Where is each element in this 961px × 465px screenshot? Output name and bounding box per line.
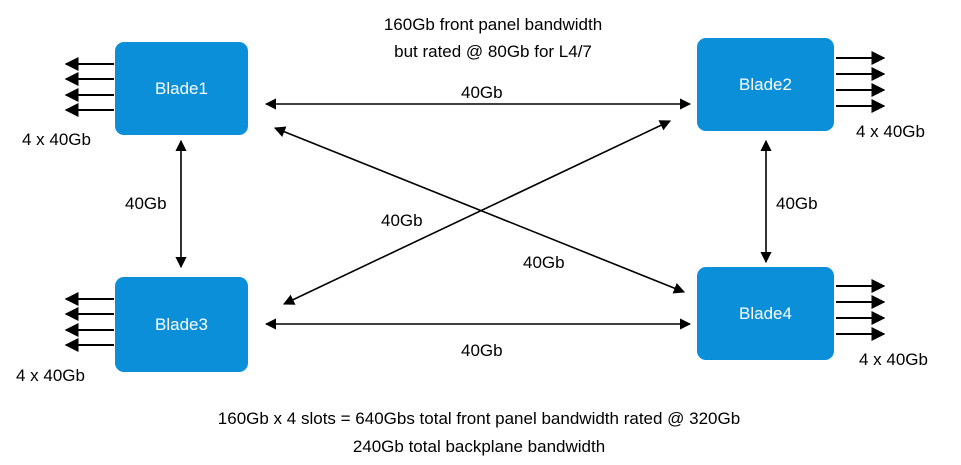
header-line2: but rated @ 80Gb for L4/7 (394, 42, 592, 61)
blade4-ports-label: 4 x 40Gb (859, 350, 928, 369)
blade3-label: Blade3 (155, 314, 208, 334)
link-b3-b4-label: 40Gb (461, 341, 503, 360)
header-line1: 160Gb front panel bandwidth (383, 15, 603, 34)
link-b2-b3 (282, 120, 672, 305)
link-b1-b3-label: 40Gb (125, 194, 167, 213)
blade3-ports-label: 4 x 40Gb (16, 366, 85, 385)
blade3-box: Blade3 (115, 277, 248, 372)
blade2-port-arrows (836, 51, 886, 113)
blade1-port-arrows (64, 57, 114, 117)
link-b2-b3-label: 40Gb (381, 211, 423, 230)
blade1-label: Blade1 (155, 78, 208, 98)
blade3-port-arrows (64, 292, 114, 352)
blade2-label: Blade2 (739, 74, 792, 94)
blade2-box: Blade2 (697, 38, 834, 131)
blade1-ports-label: 4 x 40Gb (22, 130, 91, 149)
link-b1-b4-label: 40Gb (523, 253, 565, 272)
footer-line2: 240Gb total backplane bandwidth (352, 437, 606, 456)
footer-line1: 160Gb x 4 slots = 640Gbs total front pan… (217, 409, 741, 428)
link-b1-b4 (273, 126, 686, 294)
blade2-ports-label: 4 x 40Gb (856, 122, 925, 141)
link-b2-b4-label: 40Gb (776, 194, 818, 213)
link-b1-b2-label: 40Gb (461, 83, 503, 102)
blade4-port-arrows (836, 279, 886, 341)
blade4-label: Blade4 (739, 303, 792, 323)
blade4-box: Blade4 (697, 267, 834, 360)
blade1-box: Blade1 (115, 42, 248, 135)
